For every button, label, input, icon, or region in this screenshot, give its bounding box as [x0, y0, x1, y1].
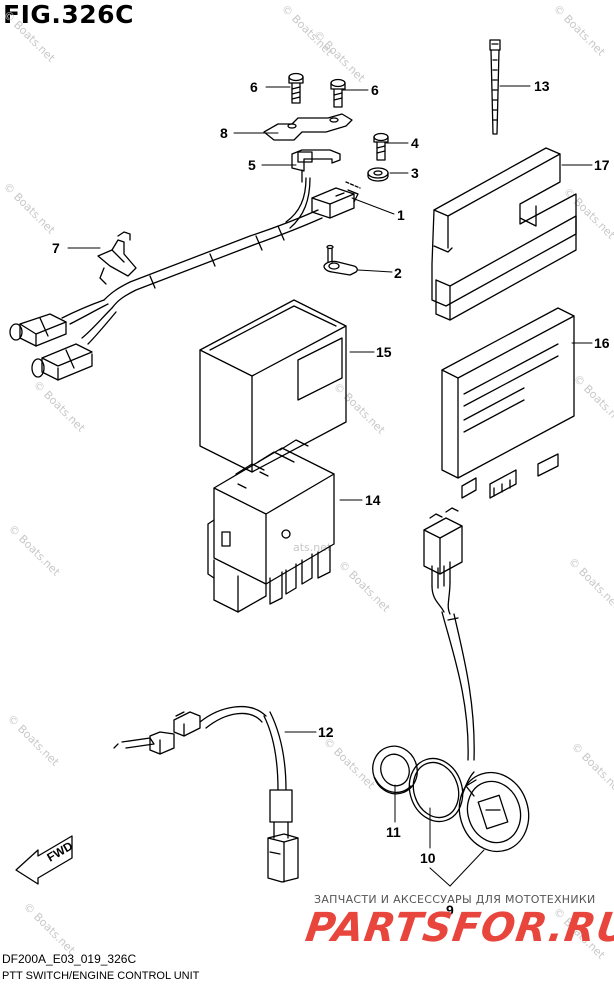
control-unit-14	[207, 439, 335, 613]
screw-4	[373, 132, 389, 161]
callout-6: 6	[371, 82, 379, 98]
callout-13: 13	[534, 78, 550, 94]
callout-12: 12	[318, 724, 334, 740]
ptt-cable-12	[113, 706, 299, 883]
figure-description: PTT SWITCH/ENGINE CONTROL UNIT	[2, 970, 200, 982]
lever-2	[323, 244, 358, 276]
callout-10: 10	[420, 850, 436, 866]
harness-cable	[61, 177, 323, 345]
ecu-16	[441, 307, 575, 499]
figure-title: FIG.326C	[3, 0, 134, 29]
callout-16: 16	[594, 335, 610, 351]
callout-15: 15	[376, 344, 392, 360]
shop-tagline: ЗАПЧАСТИ И АКСЕССУАРЫ ДЛЯ МОТОТЕХНИКИ	[314, 893, 596, 906]
fwd-label: FWD	[45, 839, 76, 865]
cover-17	[431, 147, 577, 321]
leader-lines	[67, 85, 593, 887]
shop-logo: PARTSFOR.RU	[302, 905, 614, 951]
fwd-arrow-icon	[15, 835, 73, 885]
bolt-6-right	[330, 78, 346, 108]
callout-11: 11	[386, 824, 401, 840]
callout-4: 4	[411, 135, 419, 151]
harness-connectors	[9, 313, 93, 381]
washer-3	[367, 167, 389, 182]
callout-3: 3	[411, 165, 419, 181]
callout-17: 17	[594, 157, 610, 173]
cable-tie-13	[489, 39, 501, 135]
bracket-8	[263, 113, 353, 141]
callout-2: 2	[394, 265, 402, 281]
callout-1: 1	[397, 207, 405, 223]
bolt-6-left	[288, 72, 304, 104]
callout-9: 9	[446, 902, 454, 918]
switch-9	[458, 771, 530, 853]
figure-code: DF200A_E03_019_326C	[2, 952, 137, 966]
o-ring-10	[408, 757, 464, 823]
callout-6: 6	[250, 79, 258, 95]
callout-14: 14	[365, 492, 381, 508]
switch-harness	[423, 507, 475, 761]
cover-15	[199, 299, 347, 473]
callout-5: 5	[248, 157, 256, 173]
ring-11	[372, 745, 418, 795]
switch-1	[311, 181, 361, 219]
callout-8: 8	[220, 125, 228, 141]
bracket-5	[291, 149, 341, 183]
callout-7: 7	[52, 240, 60, 256]
